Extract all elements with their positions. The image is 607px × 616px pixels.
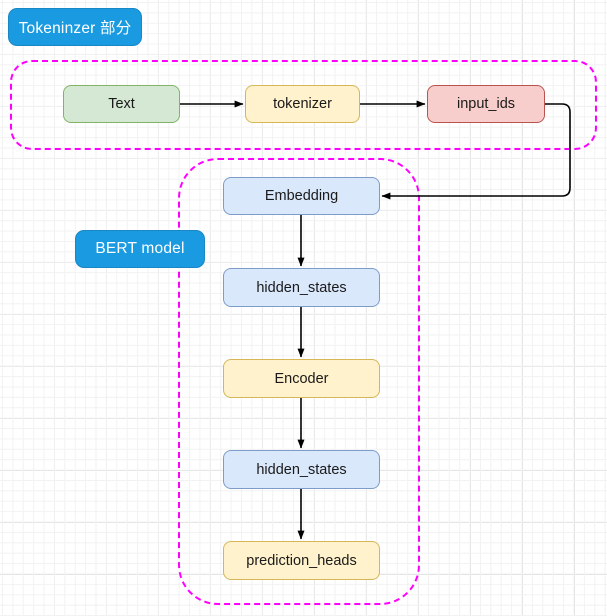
node-prediction-heads[interactable]: prediction_heads: [223, 541, 380, 580]
node-hidden-states-2-label: hidden_states: [256, 461, 347, 478]
node-encoder[interactable]: Encoder: [223, 359, 380, 398]
node-hidden-states-1[interactable]: hidden_states: [223, 268, 380, 307]
node-tokenizer-label: tokenizer: [273, 96, 332, 112]
group-container-tokenizer: [10, 60, 597, 150]
node-text-label: Text: [108, 96, 135, 112]
node-text[interactable]: Text: [63, 85, 180, 123]
section-tag-tokenizer-label: Tokeninzer 部分: [18, 20, 132, 37]
node-hidden-states-1-label: hidden_states: [256, 279, 347, 296]
node-tokenizer[interactable]: tokenizer: [245, 85, 360, 123]
node-embedding-label: Embedding: [264, 188, 339, 204]
group-container-bert-model: [178, 158, 420, 605]
section-tag-bert-model-label: BERT model: [95, 240, 185, 257]
section-tag-tokenizer[interactable]: Tokeninzer 部分: [8, 8, 142, 46]
node-input-ids-label: input_ids: [456, 96, 516, 112]
node-prediction-heads-label: prediction_heads: [246, 552, 357, 569]
node-input-ids[interactable]: input_ids: [427, 85, 545, 123]
node-encoder-label: Encoder: [274, 370, 329, 387]
node-embedding[interactable]: Embedding: [223, 177, 380, 215]
section-tag-bert-model[interactable]: BERT model: [75, 230, 205, 268]
node-hidden-states-2[interactable]: hidden_states: [223, 450, 380, 489]
